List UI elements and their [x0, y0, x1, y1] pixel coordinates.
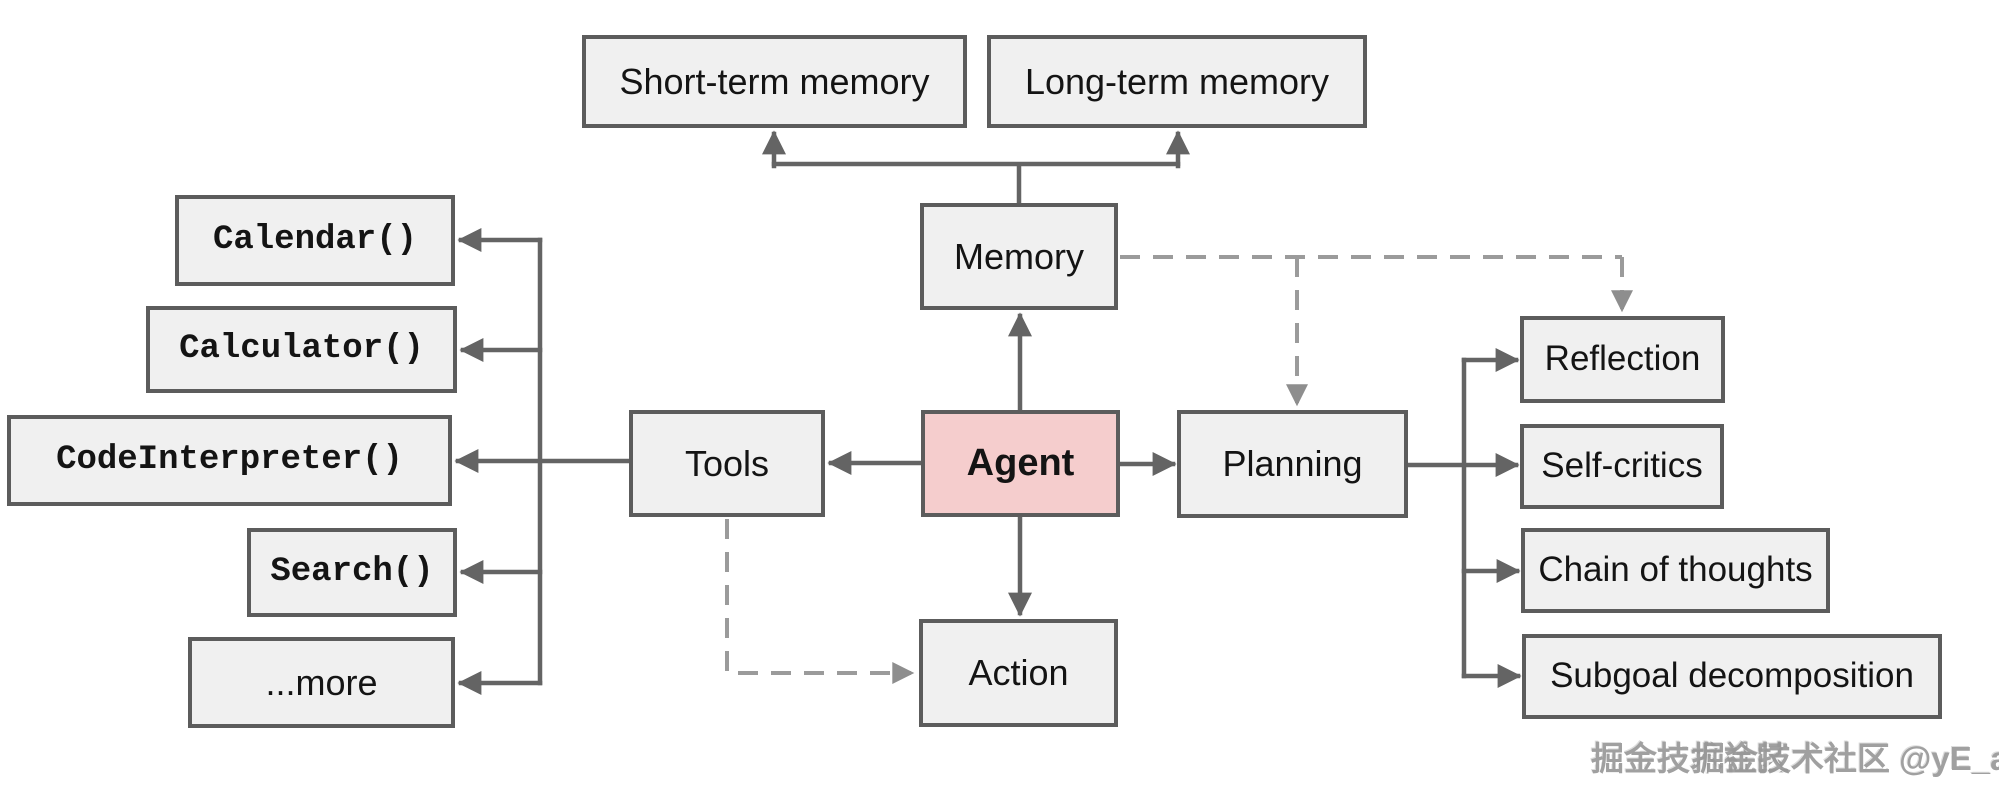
- node-short-term-memory: Short-term memory: [582, 35, 967, 128]
- edge-memory-fanout-connector: [771, 161, 1181, 208]
- watermark-text-2: 掘金技术社区 @yE_a00: [1692, 740, 1999, 777]
- edge-tools-to-action-dashed: [725, 519, 915, 684]
- node-calculator: Calculator(): [146, 306, 457, 393]
- node-self-critics: Self-critics: [1520, 424, 1724, 509]
- node-reflection: Reflection: [1520, 316, 1725, 403]
- node-action: Action: [919, 619, 1118, 727]
- node-agent: Agent: [921, 410, 1120, 517]
- node-chain-of-thoughts: Chain of thoughts: [1521, 528, 1830, 613]
- node-more: ...more: [188, 637, 455, 728]
- node-code-interpreter: CodeInterpreter(): [7, 415, 452, 506]
- node-tools: Tools: [629, 410, 825, 517]
- juejin-watermark: 掘金技术社区 掘金技术社区 @yE_a00: [1591, 739, 1999, 787]
- node-subgoal-decomposition: Subgoal decomposition: [1522, 634, 1942, 719]
- node-memory: Memory: [920, 203, 1118, 310]
- node-planning: Planning: [1177, 410, 1408, 518]
- node-calendar: Calendar(): [175, 195, 455, 286]
- node-long-term-memory: Long-term memory: [987, 35, 1367, 128]
- watermark-text-1: 掘金技术社区: [1591, 740, 1789, 777]
- node-search: Search(): [247, 528, 457, 617]
